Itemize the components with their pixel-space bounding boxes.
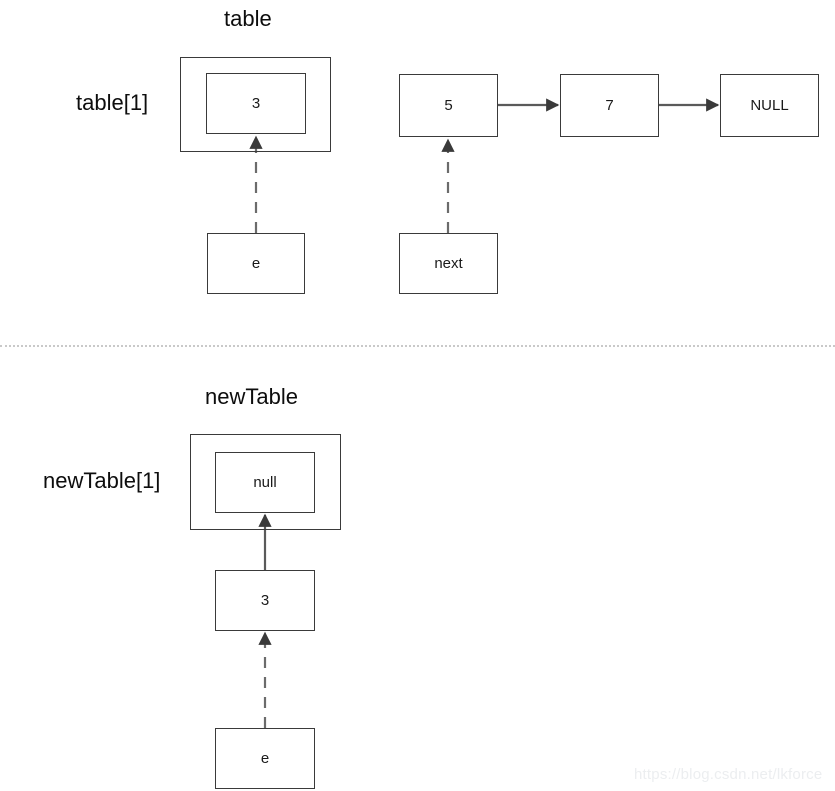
newtable-bucket-node: null — [215, 452, 315, 513]
newtable-list-node-3: 3 — [215, 570, 315, 631]
table-row-label: table[1] — [76, 90, 149, 115]
newtable-row-label: newTable[1] — [43, 468, 161, 493]
pointer-box-e-bottom: e — [215, 728, 315, 789]
table-title: table — [224, 6, 272, 31]
table-bucket-node: 3 — [206, 73, 306, 134]
list-node-null: NULL — [720, 74, 819, 137]
pointer-box-next: next — [399, 233, 498, 294]
list-node-7: 7 — [560, 74, 659, 137]
watermark-text: https://blog.csdn.net/lkforce — [634, 766, 823, 783]
section-divider — [0, 345, 835, 347]
pointer-box-e-top: e — [207, 233, 305, 294]
newtable-title: newTable — [205, 384, 298, 409]
list-node-5: 5 — [399, 74, 498, 137]
